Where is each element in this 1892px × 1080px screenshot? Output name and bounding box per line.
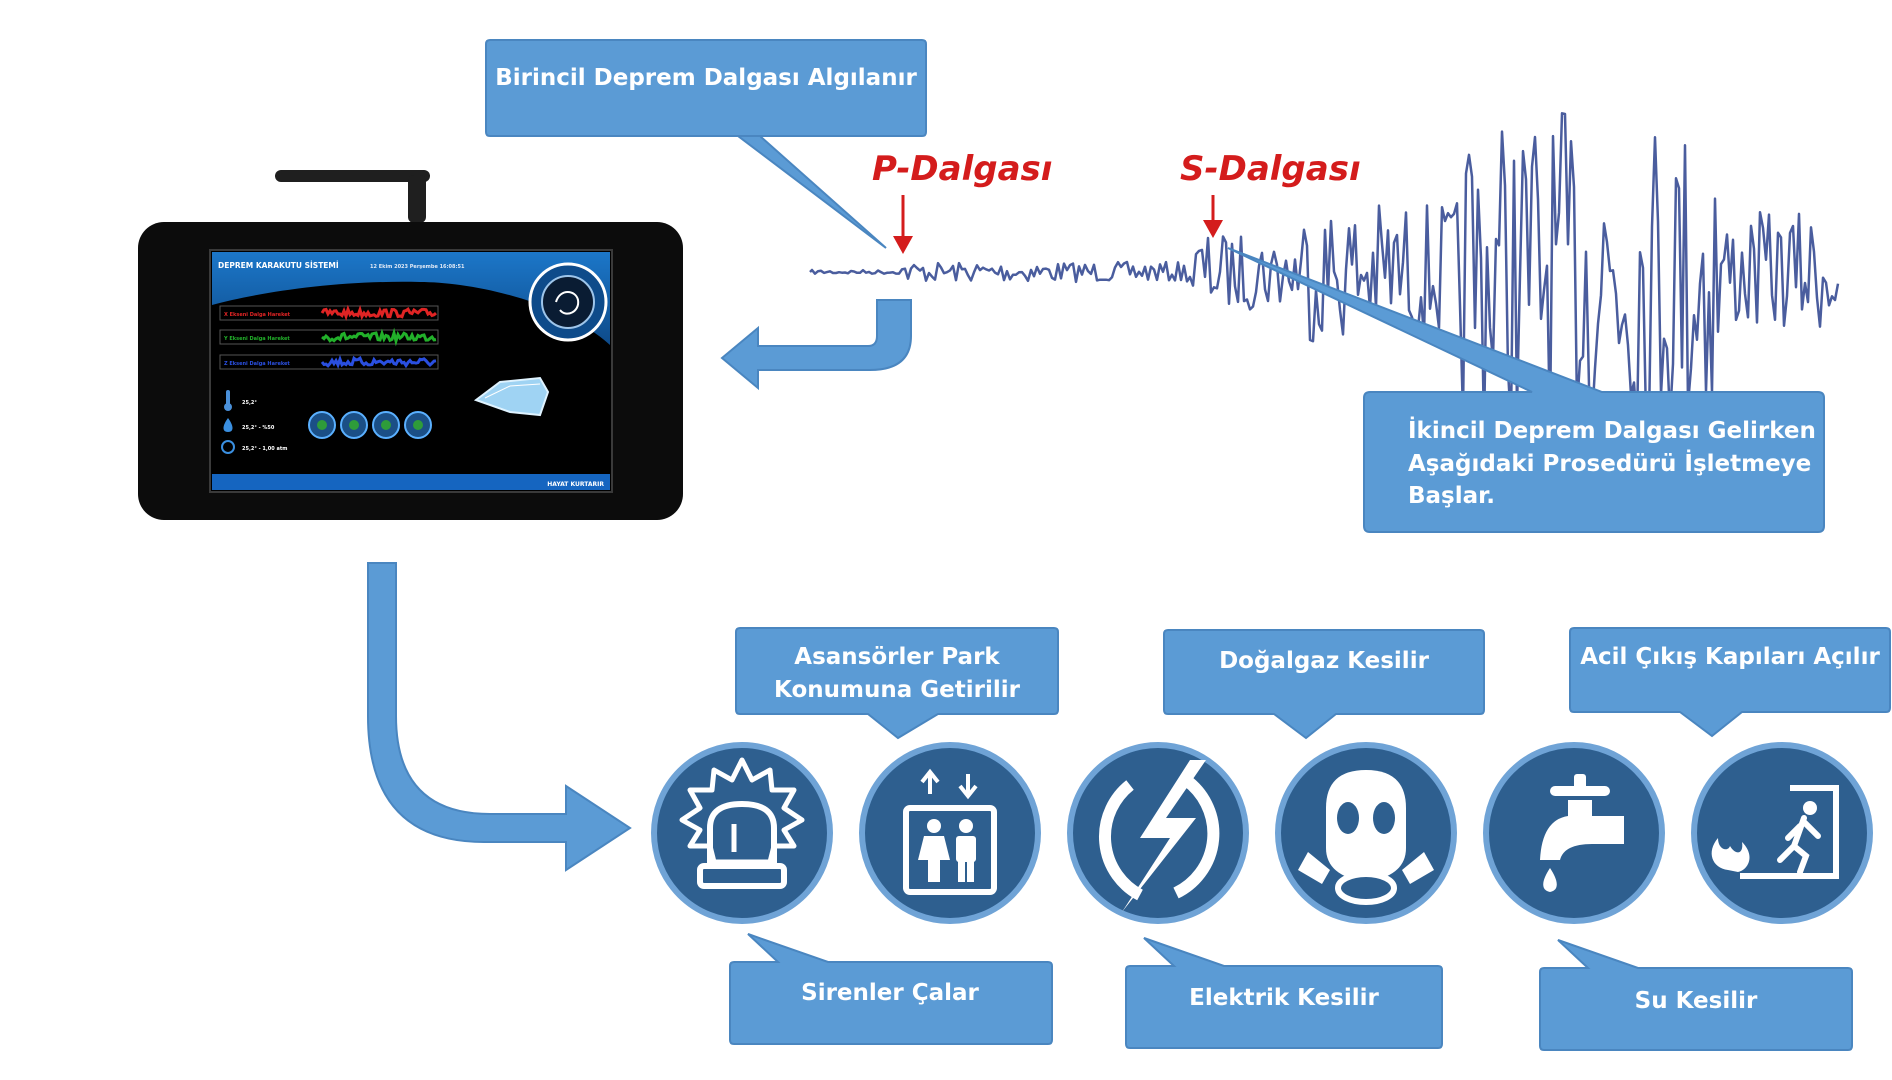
callout-exit-doors-text: Acil Çıkış Kapıları Açılır [1580, 644, 1880, 670]
device-axis-rows: X Ekseni Dalga Hareket Y Ekseni Dalga Ha… [219, 304, 439, 370]
siren-icon [651, 742, 833, 924]
callout-electricity-text: Elektrik Kesilir [1189, 985, 1379, 1011]
device-readings: 25,2° 25,2° - %50 25,2° - 1,00 atm [221, 390, 287, 454]
gas-mask-icon [1275, 742, 1457, 924]
p-wave-marker-arrow [893, 195, 913, 254]
callout-elevators-line-2: Konumuna Getirilir [774, 677, 1021, 703]
elevator-icon [859, 742, 1041, 924]
device-status-buttons [308, 411, 432, 439]
callout-s-wave-line-3: Başlar. [1408, 483, 1495, 509]
callout-s-wave-line-2: Aşağıdaki Prosedürü İşletmeye [1408, 449, 1811, 477]
callout-exit-doors: Acil Çıkış Kapıları Açılır [1569, 627, 1891, 738]
callout-s-wave-line-1: İkincil Deprem Dalgası Gelirken [1408, 416, 1816, 444]
reading-humidity: 25,2° - %50 [242, 425, 275, 431]
electricity-icon [1067, 742, 1249, 924]
return-arrow [720, 299, 912, 391]
device-title: DEPREM KARAKUTU SİSTEMİ [218, 261, 339, 270]
procedure-flow-arrow [367, 562, 632, 872]
axis-label-z: Z Ekseni Dalga Hareket [224, 361, 290, 367]
water-tap-icon [1483, 742, 1665, 924]
callout-gas: Doğalgaz Kesilir [1163, 629, 1485, 740]
device-footer: HAYAT KURTARIR [547, 481, 604, 488]
callout-sirens-text: Sirenler Çalar [801, 980, 979, 1006]
callout-s-wave-arrival: İkincil Deprem Dalgası Gelirken Aşağıdak… [1227, 247, 1825, 533]
s-wave-label: S-Dalgası [1180, 149, 1361, 189]
p-wave-label: P-Dalgası [872, 149, 1052, 189]
emergency-exit-icon [1691, 742, 1873, 924]
callout-gas-text: Doğalgaz Kesilir [1219, 648, 1429, 674]
pressure-icon [221, 440, 235, 454]
callout-electricity: Elektrik Kesilir [1125, 937, 1443, 1049]
reading-pressure: 25,2° - 1,00 atm [242, 446, 287, 452]
callout-elevators: Asansörler Park Konumuna Getirilir [735, 627, 1059, 740]
device-date: 12 Ekim 2023 Perşembe 16:08:51 [370, 264, 465, 270]
device-antenna [275, 170, 430, 182]
callout-water: Su Kesilir [1539, 939, 1853, 1051]
callout-elevators-line-1: Asansörler Park [794, 644, 1000, 670]
terrain-graphic [473, 376, 550, 417]
axis-label-y: Y Ekseni Dalga Hareket [223, 336, 290, 342]
axis-label-x: X Ekseni Dalga Hareket [224, 312, 291, 318]
seismogram-wave [809, 112, 1840, 432]
reading-temperature: 25,2° [242, 400, 257, 406]
callout-sirens: Sirenler Çalar [729, 933, 1053, 1045]
seismic-device: DEPREM KARAKUTU SİSTEMİ 12 Ekim 2023 Per… [138, 170, 683, 520]
callout-water-text: Su Kesilir [1635, 988, 1758, 1014]
humidity-icon [223, 418, 233, 432]
s-wave-marker-arrow [1203, 195, 1223, 238]
callout-p-wave-text: Birincil Deprem Dalgası Algılanır [495, 65, 917, 91]
callout-p-wave-detected: Birincil Deprem Dalgası Algılanır [485, 39, 927, 249]
